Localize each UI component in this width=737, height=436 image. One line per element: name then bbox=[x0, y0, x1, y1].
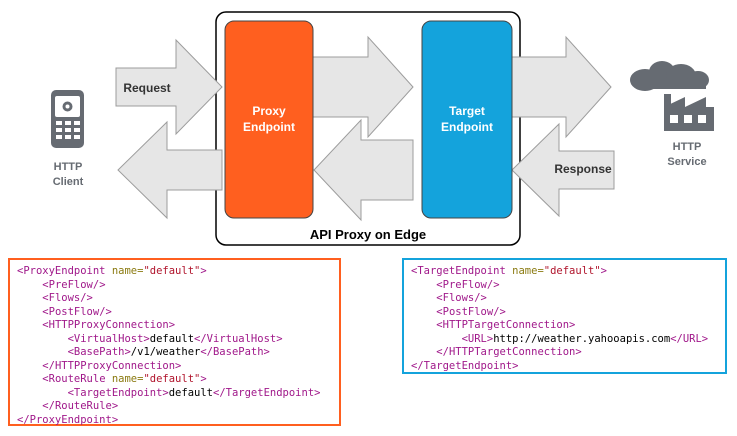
request-arrow-proxy-to-target bbox=[311, 35, 414, 139]
target-endpoint-config-box: <TargetEndpoint name="default"> <PreFlow… bbox=[402, 258, 727, 374]
proxy-endpoint-label-line1: Proxy bbox=[252, 104, 286, 118]
code-line: <PostFlow/> bbox=[17, 306, 339, 320]
code-token: <RouteRule bbox=[42, 373, 112, 385]
http-client-label-line1: HTTP bbox=[54, 161, 83, 173]
code-token: </ProxyEndpoint> bbox=[17, 413, 119, 426]
code-line: <TargetEndpoint>default</TargetEndpoint> bbox=[17, 387, 339, 401]
code-line: </HTTPTargetConnection> bbox=[411, 346, 725, 360]
request-arrow-in bbox=[115, 38, 223, 136]
response-arrow-in bbox=[511, 122, 615, 218]
code-line: </ProxyEndpoint> bbox=[17, 414, 339, 428]
code-token: <PostFlow/> bbox=[42, 305, 112, 318]
code-token: </RouteRule> bbox=[42, 400, 119, 412]
code-token: <BasePath> bbox=[67, 346, 131, 358]
code-line: <PostFlow/> bbox=[411, 306, 725, 320]
code-line: <VirtualHost>default</VirtualHost> bbox=[17, 333, 339, 347]
code-line: </TargetEndpoint> bbox=[411, 360, 725, 374]
code-token: </TargetEndpoint> bbox=[411, 359, 519, 372]
code-token: <TargetEndpoint bbox=[411, 265, 513, 277]
code-token: "default" bbox=[543, 265, 601, 277]
http-client-label-line2: Client bbox=[53, 176, 84, 188]
target-endpoint-label-line1: Target bbox=[449, 104, 485, 118]
code-token: <PostFlow/> bbox=[436, 305, 506, 318]
http-service-label-line1: HTTP bbox=[673, 141, 702, 153]
code-line: <Flows/> bbox=[411, 292, 725, 306]
request-arrow-out bbox=[511, 35, 612, 139]
code-token: > bbox=[200, 265, 207, 277]
code-token: default bbox=[168, 386, 213, 399]
target-endpoint-box bbox=[421, 20, 513, 219]
proxy-endpoint-config-box: <ProxyEndpoint name="default"> <PreFlow/… bbox=[8, 258, 341, 426]
code-token: <TargetEndpoint> bbox=[67, 386, 169, 399]
code-line: <RouteRule name="default"> bbox=[17, 373, 339, 387]
code-line: <TargetEndpoint name="default"> bbox=[411, 265, 725, 279]
code-token: /v1/weather bbox=[130, 346, 201, 358]
code-token: "default" bbox=[143, 373, 201, 385]
code-line: <ProxyEndpoint name="default"> bbox=[17, 265, 339, 279]
response-label: Response bbox=[554, 162, 612, 176]
response-arrow-target-to-proxy bbox=[313, 118, 414, 222]
code-token: <PreFlow/> bbox=[436, 278, 500, 291]
target-endpoint-label-line2: Endpoint bbox=[441, 120, 493, 134]
code-token: </TargetEndpoint> bbox=[213, 386, 321, 399]
code-token: </VirtualHost> bbox=[194, 332, 283, 345]
code-token: <PreFlow/> bbox=[42, 278, 106, 291]
code-line: </HTTPProxyConnection> bbox=[17, 360, 339, 374]
code-line: <HTTPTargetConnection> bbox=[411, 319, 725, 333]
code-line: <PreFlow/> bbox=[411, 279, 725, 293]
code-token: default bbox=[149, 332, 195, 345]
code-token: </HTTPProxyConnection> bbox=[42, 359, 182, 372]
code-token: </BasePath> bbox=[200, 346, 270, 358]
api-proxy-container-label: API Proxy on Edge bbox=[310, 227, 426, 242]
proxy-endpoint-label-line2: Endpoint bbox=[243, 120, 295, 134]
code-line: <URL>http://weather.yahooapis.com</URL> bbox=[411, 333, 725, 347]
code-token: <HTTPTargetConnection> bbox=[436, 319, 576, 331]
code-token: name= bbox=[111, 265, 144, 277]
code-token: <Flows/> bbox=[42, 292, 93, 304]
code-line: <BasePath>/v1/weather</BasePath> bbox=[17, 346, 339, 360]
mobile-phone-icon bbox=[51, 90, 84, 148]
code-token: > bbox=[600, 265, 607, 277]
code-token: <ProxyEndpoint bbox=[17, 265, 112, 277]
code-token: <HTTPProxyConnection> bbox=[42, 319, 176, 331]
target-endpoint-xml: <TargetEndpoint name="default"> <PreFlow… bbox=[411, 265, 725, 373]
cloud-factory-icon bbox=[630, 61, 714, 131]
proxy-endpoint-box bbox=[224, 20, 314, 219]
proxy-endpoint-xml: <ProxyEndpoint name="default"> <PreFlow/… bbox=[17, 265, 339, 427]
code-token: </HTTPTargetConnection> bbox=[436, 346, 582, 358]
code-token: </URL> bbox=[670, 332, 709, 345]
code-line: </RouteRule> bbox=[17, 400, 339, 414]
code-token: http://weather.yahooapis.com bbox=[493, 332, 671, 345]
code-line: <Flows/> bbox=[17, 292, 339, 306]
request-label: Request bbox=[123, 81, 170, 95]
response-arrow-out bbox=[117, 120, 223, 220]
code-token: name= bbox=[512, 265, 544, 277]
code-line: <PreFlow/> bbox=[17, 279, 339, 293]
code-token: <Flows/> bbox=[436, 292, 487, 304]
code-token: <VirtualHost> bbox=[67, 332, 150, 345]
http-service-label-line2: Service bbox=[667, 156, 706, 168]
code-token: > bbox=[200, 373, 207, 385]
code-token: "default" bbox=[143, 265, 201, 277]
code-line: <HTTPProxyConnection> bbox=[17, 319, 339, 333]
code-token: <URL> bbox=[461, 332, 494, 345]
code-token: name= bbox=[111, 373, 144, 385]
